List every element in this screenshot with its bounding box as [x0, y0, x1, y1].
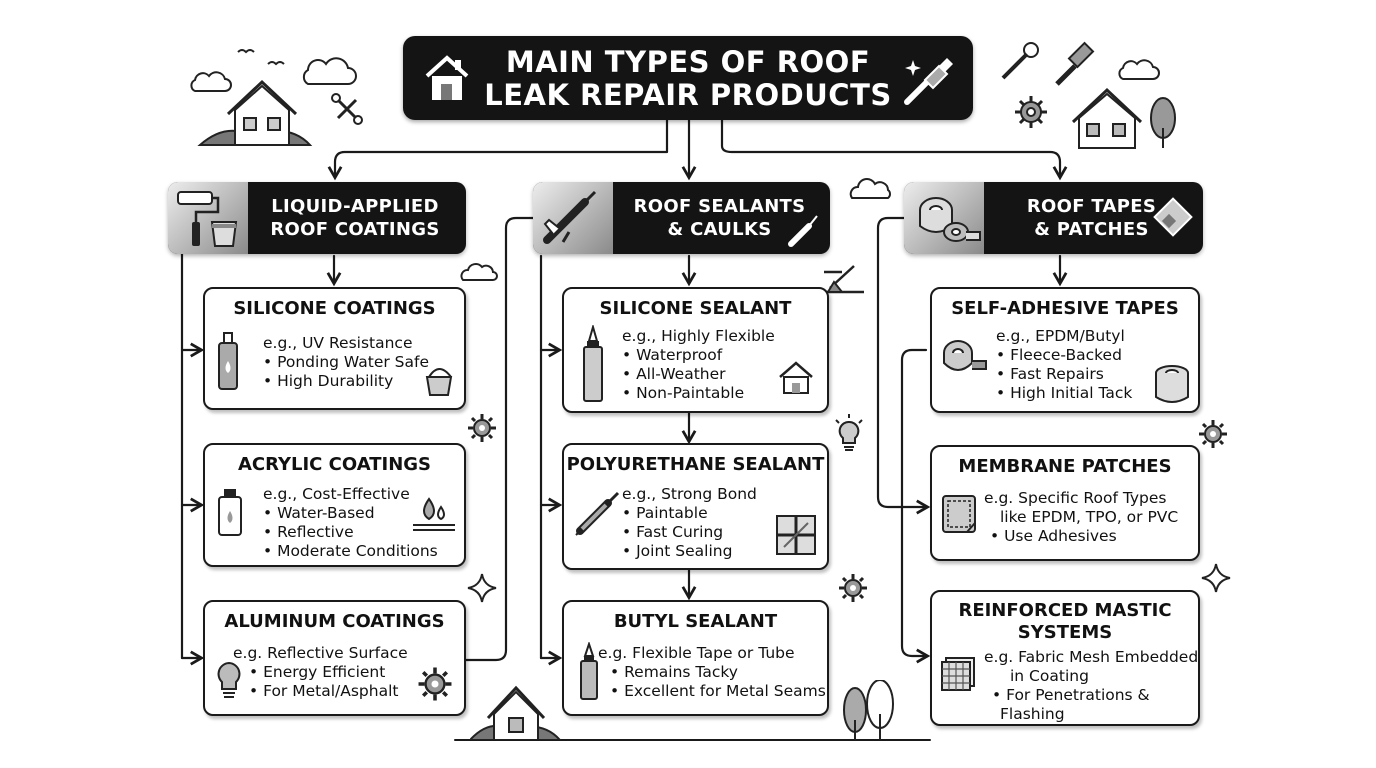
- product-features: e.g., Highly Flexible Waterproof All-Wea…: [622, 327, 775, 403]
- lightbulb-icon: [835, 414, 863, 451]
- sealant-tube-icon: [580, 642, 598, 700]
- silicone-tube-icon: [218, 332, 238, 390]
- water-drop-surface-icon: [413, 497, 455, 531]
- membrane-patch-icon: [942, 495, 976, 533]
- product-card-silicone-sealant: SILICONE SEALANT e.g., Highly Flexible W…: [562, 287, 829, 413]
- category-header-tapes: ROOF TAPES & PATCHES: [904, 182, 1203, 254]
- product-features: e.g., UV Resistance Ponding Water Safe H…: [263, 334, 429, 391]
- category-title: ROOF SEALANTS & CAULKS: [633, 196, 806, 240]
- caulk-nozzle-icon: [824, 265, 864, 294]
- sealant-tube-icon: [583, 325, 603, 402]
- gear-icon: [839, 574, 867, 602]
- product-title: BUTYL SEALANT: [613, 611, 778, 632]
- house-trees-bottom-icon: [470, 680, 894, 740]
- product-title: SILICONE SEALANT: [599, 298, 792, 319]
- gear-icon: [1199, 420, 1227, 448]
- category-title: ROOF TAPES & PATCHES: [1026, 196, 1157, 240]
- product-card-self-adhesive-tapes: SELF-ADHESIVE TAPES e.g., EPDM/Butyl Fle…: [930, 287, 1200, 413]
- patch-icon: [1153, 197, 1193, 237]
- cloud-icon: [460, 263, 498, 281]
- sparkle-icon: [1201, 563, 1231, 593]
- product-features: e.g., Cost-Effective Water-Based Reflect…: [263, 485, 438, 561]
- product-title: MEMBRANE PATCHES: [958, 456, 1172, 477]
- product-title: POLYURETHANE SEALANT: [566, 454, 825, 475]
- caulk-gun-icon: [533, 182, 615, 254]
- caulk-tube-icon: [788, 215, 818, 247]
- product-title: ALUMINUM COATINGS: [224, 611, 445, 632]
- product-features: e.g. Fabric Mesh Embedded in Coating For…: [984, 648, 1198, 724]
- syringe-icon: [575, 491, 620, 536]
- paintbrush-icon: [904, 58, 953, 105]
- tools-scene-right-icon: [1001, 41, 1176, 149]
- product-card-polyurethane-sealant: POLYURETHANE SEALANT e.g., Strong Bond P…: [562, 443, 829, 570]
- sparkle-icon: [467, 573, 497, 603]
- main-title-box: MAIN TYPES OF ROOF LEAK REPAIR PRODUCTS: [403, 36, 973, 120]
- joint-seal-icon: [776, 515, 816, 555]
- paint-bucket-icon: [425, 368, 453, 396]
- house-icon: [779, 361, 813, 394]
- product-title: SELF-ADHESIVE TAPES: [951, 298, 1179, 319]
- product-card-butyl-sealant: BUTYL SEALANT e.g. Flexible Tape or Tube…: [562, 600, 829, 716]
- product-card-silicone-coatings: SILICONE COATINGS e.g., UV Resistance Po…: [203, 287, 466, 410]
- product-card-reinforced-mastic: REINFORCED MASTIC SYSTEMS e.g. Fabric Me…: [930, 590, 1200, 726]
- product-card-acrylic-coatings: ACRYLIC COATINGS e.g., Cost-Effective Wa…: [203, 443, 466, 567]
- product-features: e.g., EPDM/Butyl Fleece-Backed Fast Repa…: [996, 327, 1132, 403]
- house-scene-left-icon: [190, 49, 363, 146]
- category-title: LIQUID-APPLIED ROOF COATINGS: [270, 196, 440, 240]
- product-features: e.g. Specific Roof Types like EPDM, TPO,…: [984, 489, 1178, 546]
- product-title: REINFORCED MASTIC SYSTEMS: [958, 600, 1172, 643]
- house-icon: [425, 55, 469, 100]
- product-title: SILICONE COATINGS: [233, 298, 436, 319]
- product-title: ACRYLIC COATINGS: [237, 454, 432, 475]
- product-features: e.g., Strong Bond Paintable Fast Curing …: [622, 485, 757, 561]
- product-card-membrane-patches: MEMBRANE PATCHES e.g. Specific Roof Type…: [930, 445, 1200, 561]
- product-card-aluminum-coatings: ALUMINUM COATINGS e.g. Reflective Surfac…: [203, 600, 466, 716]
- acrylic-bottle-icon: [218, 489, 242, 536]
- category-header-sealants: ROOF SEALANTS & CAULKS: [533, 182, 830, 254]
- paint-roller-bucket-icon: [168, 182, 250, 254]
- cloud-icon: [849, 178, 891, 199]
- main-title: MAIN TYPES OF ROOF LEAK REPAIR PRODUCTS: [484, 45, 892, 112]
- category-header-coatings: LIQUID-APPLIED ROOF COATINGS: [168, 182, 466, 254]
- tape-roll-icon: [943, 340, 987, 371]
- tape-roll-icon: [1155, 365, 1189, 403]
- gear-icon: [468, 414, 496, 442]
- mesh-fabric-icon: [941, 657, 975, 691]
- product-features: e.g. Flexible Tape or Tube Remains Tacky…: [598, 644, 826, 701]
- gear-icon: [418, 667, 452, 701]
- product-features: e.g. Reflective Surface Energy Efficient…: [233, 644, 408, 701]
- tape-rolls-icon: [904, 182, 986, 254]
